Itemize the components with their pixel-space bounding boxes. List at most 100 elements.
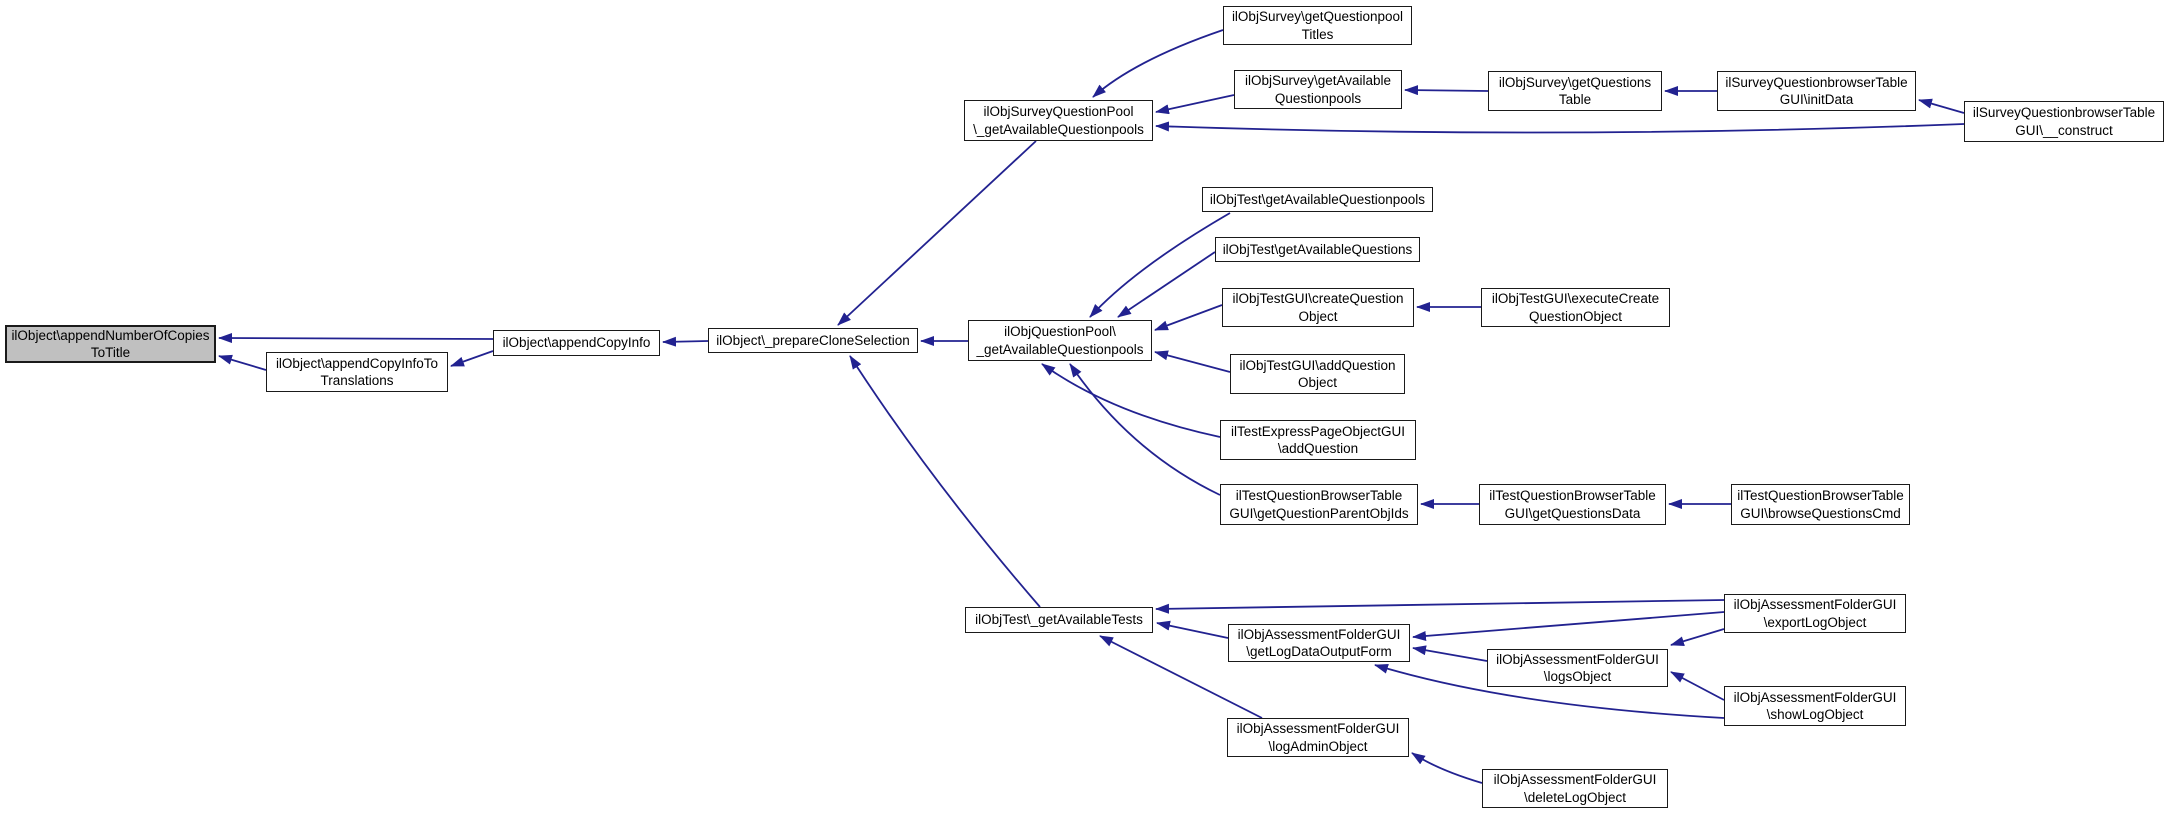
- node-logsObject[interactable]: ilObjAssessmentFolderGUI\logsObject: [1487, 649, 1668, 687]
- edge-testGetAvailableQuestionpools-to-questionPool: [1089, 212, 1231, 318]
- node-label-line: \exportLogObject: [1763, 614, 1867, 630]
- node-label-line: \logAdminObject: [1268, 738, 1368, 754]
- node-label-line: GUI\initData: [1779, 92, 1854, 107]
- node-label-line: Translations: [320, 373, 394, 388]
- node-deleteLogObject[interactable]: ilObjAssessmentFolderGUI \deleteLogObject: [1482, 769, 1668, 808]
- edge-exportLogObject-to-availableTests: [1155, 599, 1725, 614]
- node-showLogObject[interactable]: ilObjAssessmentFolderGUI \showLogObject: [1724, 686, 1906, 726]
- node-label-line: \addQuestion: [1277, 441, 1359, 456]
- edge-showLogObject-to-getLogDataOutputForm: [1374, 663, 1725, 719]
- node-testExpressAddQuestion[interactable]: ilTestExpressPageObjectGUI \addQuestion: [1220, 420, 1416, 460]
- node-label-line: ilObjTestGUI\executeCreate: [1491, 291, 1660, 306]
- edge-appendCopyInfo-to-appendNumberOfCopiesToTitle: [218, 333, 494, 344]
- node-label-line: ilTestExpressPageObjectGUI: [1230, 423, 1406, 439]
- node-label-line: ilObject\appendCopyInfo: [502, 335, 651, 351]
- node-label-line: ilObjTestGUI\addQuestion: [1239, 357, 1396, 373]
- node-label-line: Questionpools: [1274, 90, 1362, 106]
- node-label-line: GUI\browseQuestionsCmd: [1740, 505, 1901, 521]
- node-label-line: GUI\__construct: [2015, 122, 2113, 138]
- node-label-line: ToTitle: [90, 345, 131, 360]
- node-label-line: ilSurveyQuestionbrowserTable: [1972, 105, 2156, 120]
- node-questionPool[interactable]: ilObjQuestionPool\ _getAvailableQuestionp…: [968, 320, 1152, 361]
- node-label-line: ilObjSurveyQuestionPool: [983, 104, 1134, 119]
- node-getLogDataOutputForm[interactable]: ilObjAssessmentFolderGUI \getLogDataOutpu…: [1228, 624, 1410, 662]
- edge-getLogDataOutputForm-to-availableTests: [1156, 620, 1229, 639]
- edge-surveyGetAvailableQuestionpools-to-surveyPool: [1155, 94, 1235, 115]
- edge-surveyConstruct-to-surveyPool: [1155, 121, 1965, 134]
- node-label-line: ilObject\_prepareCloneSelection: [716, 332, 910, 348]
- edge-exportLogObject-to-getLogDataOutputForm: [1412, 611, 1725, 641]
- node-label-line: ilObject\appendNumberOfCopies: [11, 327, 210, 343]
- node-label-line: ilTestQuestionBrowserTable: [1489, 488, 1656, 503]
- node-label-line: QuestionObject: [1528, 308, 1623, 324]
- node-label-line: ilObjAssessmentFolderGUI: [1236, 721, 1400, 736]
- node-label-line: ilObjAssessmentFolderGUI: [1496, 651, 1659, 667]
- node-label-line: ilSurveyQuestionbrowserTable: [1725, 74, 1908, 90]
- node-surveyPool[interactable]: ilObjSurveyQuestionPool \_getAvailableQue…: [964, 100, 1153, 141]
- edge-testExpressAddQuestion-to-questionPool: [1041, 363, 1221, 438]
- node-label-line: \getLogDataOutputForm: [1246, 644, 1392, 659]
- node-testGetAvailableQuestionpools[interactable]: ilObjTest\getAvailableQuestionpools: [1202, 187, 1433, 212]
- node-label-line: ilObjTest\getAvailableQuestions: [1222, 241, 1413, 257]
- node-label-line: Object: [1297, 375, 1338, 390]
- edge-prepareCloneSelection-to-appendCopyInfo: [662, 336, 709, 347]
- node-prepareCloneSelection[interactable]: ilObject\_prepareCloneSelection: [708, 328, 918, 353]
- node-label-line: GUI\getQuestionsData: [1504, 505, 1641, 521]
- edge-addQuestionObject-to-questionPool: [1154, 350, 1231, 373]
- node-label-line: ilTestQuestionBrowserTable: [1235, 488, 1403, 503]
- call-graph-edges: [218, 29, 1965, 784]
- edge-exportLogObject-to-logsObject: [1670, 628, 1725, 647]
- node-label-line: Titles: [1301, 26, 1334, 42]
- node-label-line: ilTestQuestionBrowserTable: [1737, 488, 1904, 503]
- edge-appendCopyInfoToTranslations-to-appendNumberOfCopiesToTitle: [218, 354, 267, 371]
- edge-testGetAvailableQuestions-to-questionPool: [1117, 251, 1216, 318]
- node-label-line: ilObjAssessmentFolderGUI: [1733, 689, 1897, 705]
- node-availableTests[interactable]: ilObjTest\_getAvailableTests: [965, 607, 1153, 633]
- node-label-line: Table: [1558, 92, 1592, 107]
- node-label-line: _getAvailableQuestionpools: [976, 341, 1144, 357]
- edge-surveyPool-to-prepareCloneSelection: [837, 140, 1037, 326]
- node-exportLogObject[interactable]: ilObjAssessmentFolderGUI \exportLogObject: [1724, 594, 1906, 633]
- node-logAdminObject[interactable]: ilObjAssessmentFolderGUI \logAdminObject: [1227, 718, 1409, 757]
- edge-createQuestionObject-to-questionPool: [1154, 304, 1223, 331]
- edge-appendCopyInfo-to-appendCopyInfoToTranslations: [450, 350, 494, 367]
- edge-showLogObject-to-logsObject: [1670, 671, 1725, 701]
- node-label-line: ilObjTest\_getAvailableTests: [975, 612, 1143, 628]
- edge-getQuestionParentObjIds-to-questionPool: [1069, 363, 1221, 496]
- node-label-line: ilObjTestGUI\createQuestion: [1232, 291, 1404, 306]
- edge-surveyConstruct-to-surveyInitData: [1918, 98, 1965, 114]
- node-appendCopyInfo[interactable]: ilObject\appendCopyInfo: [493, 330, 660, 356]
- node-label-line: ilObject\appendCopyInfoTo: [275, 355, 439, 371]
- node-label-line: ilObjSurvey\getQuestionpool: [1231, 9, 1404, 24]
- edge-deleteLogObject-to-logAdminObject: [1411, 752, 1483, 784]
- node-label-line: \_getAvailableQuestionpools: [973, 121, 1144, 137]
- node-label-line: Object: [1298, 308, 1338, 324]
- node-label-line: ilObjQuestionPool\: [1004, 324, 1116, 339]
- node-label-line: \showLogObject: [1766, 707, 1864, 722]
- node-label-line: \deleteLogObject: [1523, 789, 1627, 805]
- node-label-line: ilObjAssessmentFolderGUI: [1493, 772, 1657, 787]
- node-label-line: ilObjSurvey\getQuestions: [1498, 74, 1652, 90]
- node-label-line: GUI\getQuestionParentObjIds: [1229, 505, 1409, 521]
- node-label-line: ilObjAssessmentFolderGUI: [1237, 626, 1401, 642]
- node-testGetAvailableQuestions[interactable]: ilObjTest\getAvailableQuestions: [1215, 237, 1420, 262]
- node-label-line: ilObjTest\getAvailableQuestionpools: [1209, 191, 1426, 207]
- edge-logsObject-to-getLogDataOutputForm: [1412, 645, 1488, 662]
- edge-surveyGetQuestionpoolTitles-to-surveyPool: [1092, 29, 1224, 98]
- node-label-line: ilObjAssessmentFolderGUI: [1733, 597, 1897, 612]
